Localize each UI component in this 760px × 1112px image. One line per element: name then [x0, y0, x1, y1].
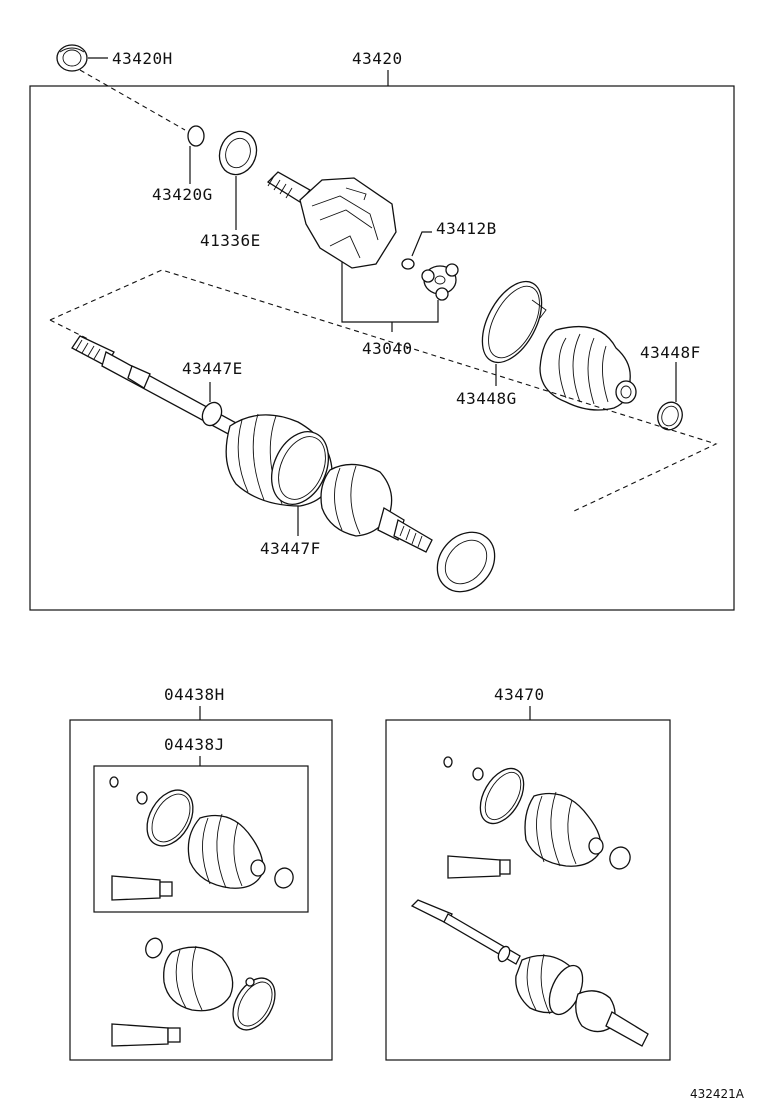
- part-43420G-snap-ring[interactable]: [187, 125, 205, 147]
- kit-04438J-parts[interactable]: [109, 776, 296, 901]
- label-43040[interactable]: 43040: [362, 339, 413, 358]
- assembly-43470-parts[interactable]: [410, 756, 649, 1047]
- label-04438H[interactable]: 04438H: [164, 685, 225, 704]
- figure-code: 432421A: [690, 1087, 745, 1101]
- main-assembly-frame: [29, 85, 735, 611]
- kit-04438H-extra-parts[interactable]: [111, 936, 284, 1047]
- part-41336E-seal-ring[interactable]: [214, 126, 263, 180]
- part-43448F-small-clamp[interactable]: [654, 399, 686, 434]
- part-43447E-clamp[interactable]: [199, 399, 225, 428]
- part-43447F-boot-clamp[interactable]: [261, 423, 339, 514]
- kit-04438H-frame: [69, 719, 333, 1061]
- label-41336E[interactable]: 41336E: [200, 231, 261, 250]
- label-43420G[interactable]: 43420G: [152, 185, 213, 204]
- label-43420H[interactable]: 43420H: [112, 49, 173, 68]
- kit-04438J-frame: [93, 765, 309, 913]
- part-tripod-spider[interactable]: [421, 263, 459, 301]
- assembly-43470-frame: [385, 719, 671, 1061]
- label-43448F[interactable]: 43448F: [640, 343, 701, 362]
- label-43470[interactable]: 43470: [494, 685, 545, 704]
- part-inboard-joint-housing[interactable]: [266, 171, 397, 269]
- part-43420H-seal[interactable]: [56, 44, 88, 72]
- part-43412B-snap-ring[interactable]: [401, 258, 415, 270]
- label-04438J[interactable]: 04438J: [164, 735, 225, 754]
- label-43412B[interactable]: 43412B: [436, 219, 497, 238]
- label-43420[interactable]: 43420: [352, 49, 403, 68]
- label-43447F[interactable]: 43447F: [260, 539, 321, 558]
- label-43447E[interactable]: 43447E: [182, 359, 243, 378]
- part-43448G-boot-clamp[interactable]: [470, 272, 554, 372]
- label-43448G[interactable]: 43448G: [456, 389, 517, 408]
- part-outboard-seal-ring[interactable]: [426, 521, 507, 603]
- part-inboard-boot[interactable]: [539, 326, 637, 411]
- part-outboard-cv-joint[interactable]: [320, 463, 433, 553]
